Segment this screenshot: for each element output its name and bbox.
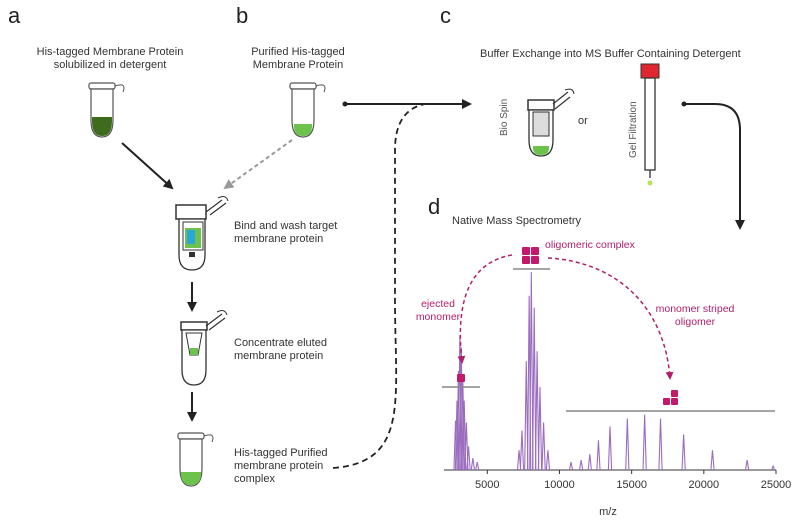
tube-a-icon	[88, 82, 125, 138]
spectrum-peak	[658, 418, 663, 471]
step-purified-label: His-tagged Purified membrane protein com…	[234, 447, 328, 486]
spectrum-peak	[464, 422, 469, 471]
panel-a-label-line2: solubilized in detergent	[53, 59, 167, 71]
concentrate-column-icon	[180, 310, 228, 386]
x-tick-label: 5000	[475, 479, 499, 491]
spectrum-peak	[529, 271, 534, 471]
or-label: or	[578, 115, 588, 127]
arrow-b-to-bind	[223, 139, 293, 190]
spectrum-peak	[519, 430, 525, 471]
panel-letter-d: d	[428, 194, 441, 219]
striped-line2: oligomer	[674, 316, 716, 328]
bio-spin-icon	[527, 88, 575, 157]
ejected-line2: monomer	[415, 311, 461, 323]
stripped-oligomer-icon	[663, 390, 678, 405]
x-tick-label: 15000	[616, 479, 647, 491]
spectrum-peak	[578, 460, 584, 471]
oligomeric-complex-icon	[522, 247, 539, 264]
step-bind-label: Bind and wash target membrane protein	[234, 220, 337, 246]
panel-letter-b: b	[236, 3, 249, 28]
panel-b-label-line1: Purified His-tagged	[251, 46, 345, 58]
step-purified-line2: membrane protein	[234, 460, 324, 472]
spectrum-peak	[470, 458, 476, 471]
bind-column-icon	[175, 196, 229, 271]
step-concentrate-label: Concentrate eluted membrane protein	[234, 337, 327, 363]
panel-d-title: Native Mass Spectrometry	[452, 215, 581, 227]
step-bind-line1: Bind and wash target	[234, 220, 338, 232]
spectrum-peak	[524, 361, 529, 471]
striped-line1: monomer striped	[655, 303, 735, 315]
tube-b-icon	[289, 82, 326, 138]
spectrum-peak	[537, 386, 543, 471]
spectrum-peak	[534, 351, 540, 471]
spectrum-peak	[475, 461, 480, 471]
spectrum-peak	[681, 434, 686, 471]
ejected-line1: ejected	[421, 298, 455, 310]
x-axis-label: m/z	[599, 506, 617, 518]
monomer-striped-label: monomer striped oligomer	[640, 303, 750, 329]
x-tick-label: 10000	[544, 479, 575, 491]
spectrum-peaks	[453, 271, 776, 471]
spectrum-peak	[568, 461, 574, 471]
purified-tube-icon	[177, 432, 214, 487]
gel-filtration-column-icon	[640, 63, 660, 186]
spectrum-peak	[541, 422, 546, 471]
spectrum-peak	[545, 450, 551, 471]
spectrum-peak	[607, 426, 613, 471]
panel-c-title: Buffer Exchange into MS Buffer Containin…	[480, 48, 741, 60]
arrow-c-to-d	[684, 103, 745, 230]
ejected-monomer-label: ejected monomer	[408, 298, 468, 324]
panel-a-label: His-tagged Membrane Protein solubilized …	[20, 46, 200, 72]
spectrum-peak	[710, 450, 715, 471]
ejected-monomer-icon	[457, 374, 465, 382]
panel-letter-c: c	[440, 3, 451, 28]
spectrum-peak	[587, 454, 592, 471]
spectrum-peak	[456, 370, 461, 471]
ejection-arrow	[457, 254, 513, 364]
spectrum-peak	[642, 414, 647, 471]
step-concentrate-line2: membrane protein	[234, 350, 324, 362]
spectrum-peak	[625, 418, 630, 471]
step-purified-line1: His-tagged Purified	[234, 447, 328, 459]
panel-a-label-line1: His-tagged Membrane Protein	[36, 46, 184, 58]
oligomeric-complex-label: oligomeric complex	[545, 239, 635, 251]
spectrum-peak	[532, 307, 537, 471]
spectrum-peak	[744, 460, 750, 471]
spectrum-peak	[771, 464, 776, 471]
spectrum-peak	[596, 440, 601, 471]
x-axis-ticks: 5000 10000 15000 20000 25000	[475, 470, 791, 491]
panel-letter-a: a	[8, 3, 21, 28]
step-purified-line3: complex	[234, 473, 275, 485]
dashed-connector	[332, 103, 426, 469]
step-concentrate-line1: Concentrate eluted	[234, 337, 327, 349]
arrow-a-to-bind	[121, 142, 174, 190]
panel-b-label: Purified His-tagged Membrane Protein	[238, 46, 358, 72]
stripping-arrow	[547, 257, 674, 380]
x-tick-label: 25000	[761, 479, 792, 491]
x-tick-label: 20000	[689, 479, 720, 491]
step-bind-line2: membrane protein	[234, 233, 324, 245]
panel-b-label-line2: Membrane Protein	[252, 59, 344, 71]
spectrum-peak	[466, 446, 471, 471]
